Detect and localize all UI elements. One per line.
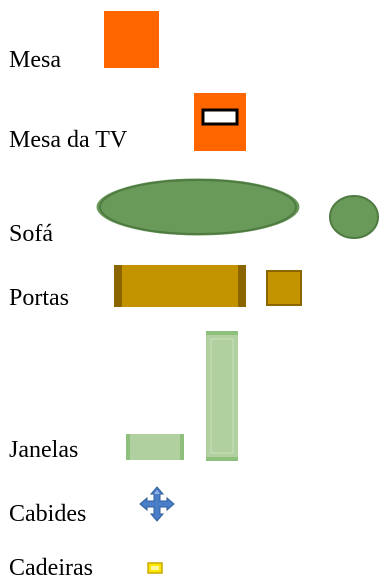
window-bar-icon [126,434,184,460]
tv-table-icon [194,93,246,151]
sofa-round-seat-icon [329,195,379,239]
sofa-ellipse-icon [93,175,303,239]
chair-square-icon [147,562,163,574]
orange-table-square-icon [104,11,159,68]
door-square-icon [266,270,302,306]
legend-label-portas: Portas [9,285,69,311]
legend-label-cabides: Cabides [9,501,87,527]
door-rectangle-icon [114,265,246,307]
legend-label-mesa: Mesa [9,47,61,73]
legend-label-mesa-da-tv: Mesa da TV [9,127,128,153]
legend-label-sofa: Sofá [9,221,53,247]
coat-hanger-move-icon [139,486,175,522]
legend-label-cadeiras: Cadeiras [9,555,93,581]
window-vertical-bar-icon [206,331,238,461]
legend-label-janelas: Janelas [9,437,79,463]
